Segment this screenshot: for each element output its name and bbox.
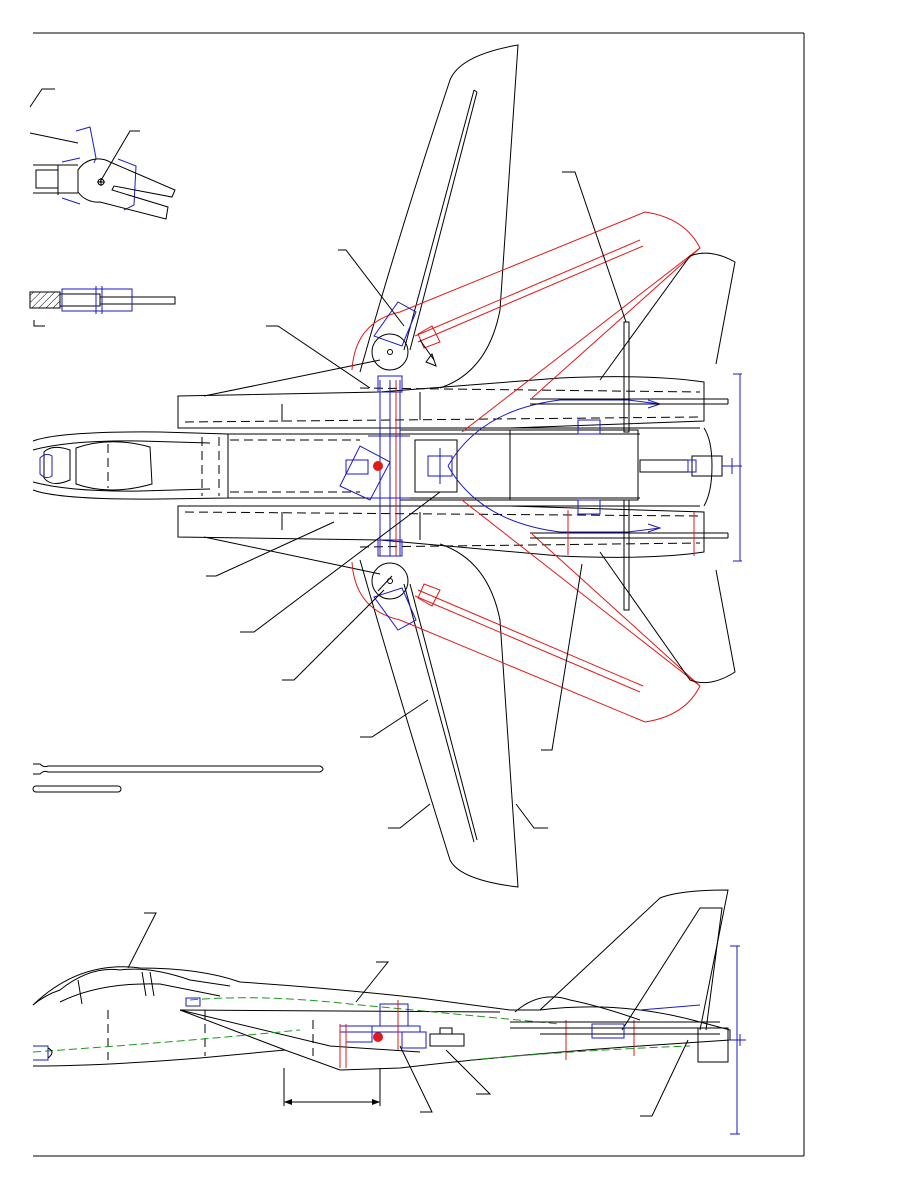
forward-fuselage-plan bbox=[32, 431, 360, 500]
span-dimension bbox=[733, 373, 742, 562]
side-view bbox=[32, 889, 746, 1135]
center-fuselage-plan bbox=[320, 429, 742, 501]
wing-extended-top bbox=[359, 44, 519, 389]
tail-planes-plan bbox=[530, 252, 736, 684]
pivot-section-detail bbox=[29, 286, 176, 327]
centerline-side bbox=[32, 997, 691, 1061]
fin-side bbox=[539, 889, 729, 1031]
nose-side bbox=[33, 1045, 53, 1061]
wing-pivot-detail bbox=[29, 88, 176, 220]
height-dimension bbox=[730, 945, 740, 1135]
plan-view bbox=[32, 44, 742, 888]
wing-swept-bottom bbox=[351, 247, 701, 723]
wing-pivot-top bbox=[371, 301, 437, 393]
side-leaders bbox=[127, 912, 689, 1117]
fuselage-side bbox=[32, 966, 731, 1071]
internal-structure-plan bbox=[339, 380, 662, 556]
internal-side bbox=[185, 997, 746, 1068]
wing-pivot-bottom bbox=[371, 539, 417, 631]
plan-leaders bbox=[206, 171, 627, 829]
pivot-distance-dimension bbox=[283, 1068, 381, 1106]
sheet-border bbox=[33, 32, 805, 1157]
rod-detail bbox=[32, 763, 324, 793]
nacelles-plan bbox=[177, 359, 705, 575]
wing-extended-bottom bbox=[359, 543, 519, 888]
